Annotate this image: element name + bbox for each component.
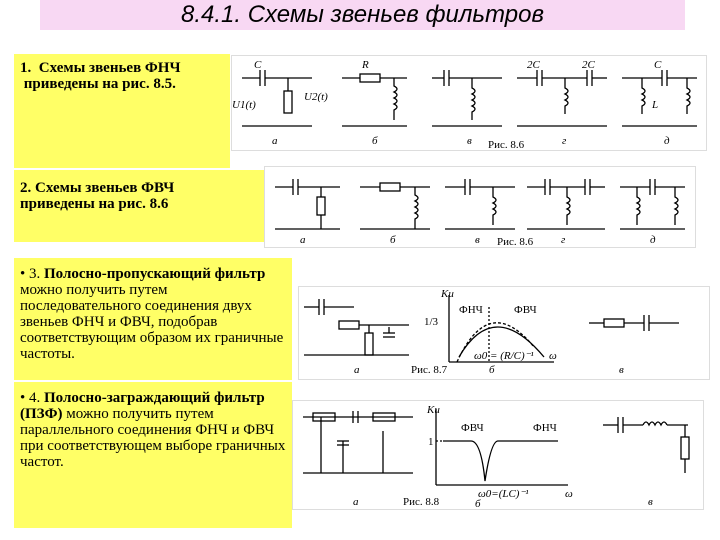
section-1-box bbox=[14, 54, 230, 168]
fig3-omega0: ω0 = (R/C)⁻¹ bbox=[474, 350, 534, 362]
fig4-omega: ω bbox=[565, 488, 573, 500]
fig1-sub-c: в bbox=[467, 135, 472, 147]
fig1-sub-b: б bbox=[372, 135, 378, 147]
fig1-label-c: C bbox=[254, 59, 262, 71]
fig3-caption: Рис. 8.7 bbox=[411, 364, 448, 376]
fig1-sub-d: г bbox=[562, 135, 567, 147]
section-4-text: • 4. Полосно-заграждающий фильтр (ПЗФ) м… bbox=[20, 390, 286, 470]
fig2-sub-a: а bbox=[300, 234, 306, 246]
section-3-text: • 3. Полосно-пропускающий фильтр можно п… bbox=[20, 266, 286, 362]
fig1-label-2c: 2C bbox=[527, 59, 541, 71]
slide-title-bar: 8.4.1. Схемы звеньев фильтров bbox=[40, 0, 685, 30]
section-4-rest: можно получить путем параллельного соеди… bbox=[20, 406, 286, 470]
section-4-term: Полосно-заграждающий фильтр (ПЗФ) bbox=[20, 390, 265, 422]
figure-bandstop: Ku 1 ФВЧ ФНЧ ω0=(LC)⁻¹ ω а Рис. 8.8 б в bbox=[292, 400, 704, 510]
section-2-line1: 2. Схемы звеньев ФВЧ bbox=[20, 180, 175, 196]
fig1-label-r: R bbox=[361, 59, 369, 71]
fig1-label-u1: U1(t) bbox=[232, 99, 256, 111]
section-3-box bbox=[14, 258, 292, 380]
fig4-sub-c: в bbox=[648, 496, 653, 508]
fig2-caption: Рис. 8.6 bbox=[497, 236, 534, 247]
fig4-sub-b: б bbox=[475, 498, 481, 509]
fig4-fvch: ФВЧ bbox=[461, 422, 484, 434]
section-2-text: 2. Схемы звеньев ФВЧ приведены на рис. 8… bbox=[20, 180, 174, 212]
fig3-fnch: ФНЧ bbox=[459, 304, 483, 316]
fig1-label-u2: U2(t) bbox=[304, 91, 328, 103]
fig3-omega: ω bbox=[549, 350, 557, 362]
fig3-tick: 1/3 bbox=[424, 316, 439, 328]
section-4-bullet: • 4. bbox=[20, 390, 41, 406]
section-3-term: Полосно-пропускающий фильтр bbox=[44, 266, 266, 282]
fig4-ku: Ku bbox=[426, 404, 440, 416]
fig2-sub-b: б bbox=[390, 234, 396, 246]
fig3-sub-b: б bbox=[489, 364, 495, 376]
section-1-text: 1. Схемы звеньев ФНЧ приведены на рис. 8… bbox=[20, 60, 180, 92]
section-2-box bbox=[14, 170, 264, 242]
fig1-label-2c-b: 2C bbox=[582, 59, 596, 71]
fig4-caption: Рис. 8.8 bbox=[403, 496, 440, 508]
fig1-sub-a: а bbox=[272, 135, 278, 147]
fig1-label-c-b: C bbox=[654, 59, 662, 71]
fig1-label-l: L bbox=[651, 99, 658, 111]
fig2-sub-d: г bbox=[561, 234, 566, 246]
fig4-sub-a: а bbox=[353, 496, 359, 508]
figure-bandpass: Ku 1/3 ФНЧ ФВЧ ω0 = (R/C)⁻¹ ω а Рис. 8.7… bbox=[298, 286, 710, 380]
section-4-box bbox=[14, 382, 292, 528]
section-1-num: 1. bbox=[20, 60, 32, 76]
fig4-fnch: ФНЧ bbox=[533, 422, 557, 434]
fig1-caption: Рис. 8.6 bbox=[488, 139, 525, 150]
fig3-fvch: ФВЧ bbox=[514, 304, 537, 316]
fig3-sub-a: а bbox=[354, 364, 360, 376]
section-3-bullet: • 3. bbox=[20, 266, 41, 282]
fig4-omega0: ω0=(LC)⁻¹ bbox=[478, 488, 529, 500]
figure-highpass: а б в Рис. 8.6 г д bbox=[264, 166, 696, 248]
fig1-sub-e: д bbox=[664, 135, 670, 147]
slide-title: 8.4.1. Схемы звеньев фильтров bbox=[180, 1, 544, 28]
figure-lowpass: C R U1(t) U2(t) 2C 2C C L а б в Рис. 8.6… bbox=[231, 55, 707, 151]
section-1-line1: Схемы звеньев ФНЧ bbox=[38, 60, 181, 76]
fig3-sub-c: в bbox=[619, 364, 624, 376]
section-2-line2: приведены на рис. 8.6 bbox=[20, 196, 169, 212]
fig2-sub-c: в bbox=[475, 234, 480, 246]
section-3-rest: можно получить путем последовательного с… bbox=[20, 282, 284, 362]
fig2-sub-e: д bbox=[650, 234, 656, 246]
fig4-tick: 1 bbox=[428, 436, 434, 448]
fig3-ku: Ku bbox=[440, 288, 454, 300]
section-1-line2: приведены на рис. 8.5. bbox=[23, 76, 176, 92]
